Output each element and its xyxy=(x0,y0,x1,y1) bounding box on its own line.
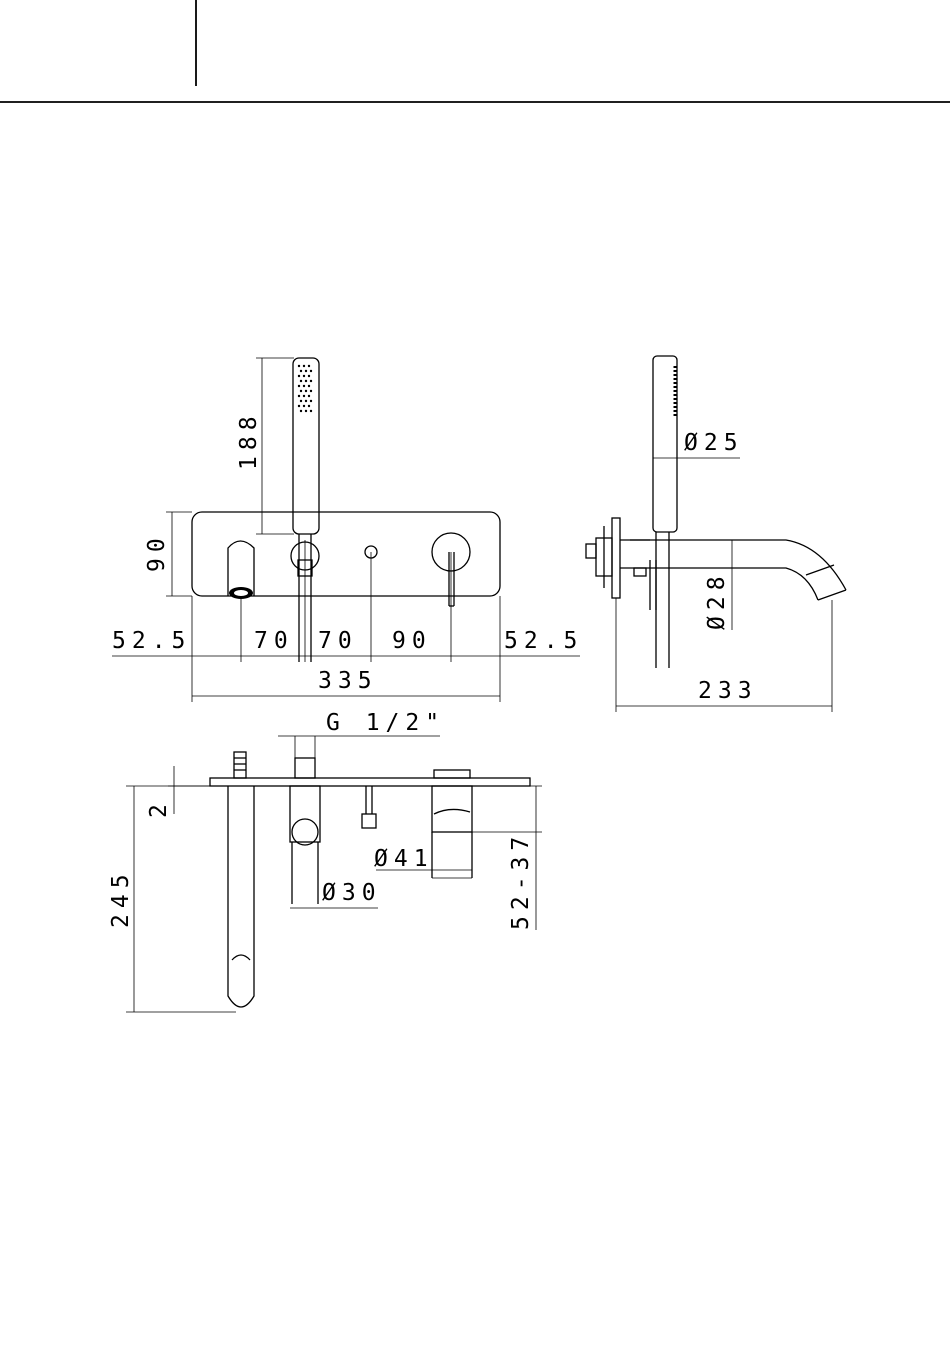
top-view: G 1/2" 2 245 xyxy=(108,710,542,1012)
dim-90: 90 xyxy=(144,512,192,596)
bath-spout-front xyxy=(228,541,254,599)
shower-nozzles-icon xyxy=(298,365,312,412)
dim-projection-label: 233 xyxy=(698,678,758,704)
dim-adjustment-range-label: 52-37 xyxy=(508,831,534,930)
dim-handshower-diameter-label: Ø25 xyxy=(684,430,744,456)
dim-spout-diameter-label: Ø28 xyxy=(704,570,730,630)
front-view: 188 90 52.5 70 70 90 52.5 335 xyxy=(112,358,583,702)
dim-90-label: 90 xyxy=(144,532,170,572)
header-frame xyxy=(0,0,950,102)
dim-left-offset-label: 52.5 xyxy=(112,628,191,654)
dim-188-label: 188 xyxy=(236,410,262,470)
dim-handle-diameter-label: Ø41 xyxy=(374,846,434,872)
dim-chain: 52.5 70 70 90 52.5 335 xyxy=(112,596,583,702)
mixer-top xyxy=(432,770,472,878)
dim-spacing-2-label: 70 xyxy=(318,628,358,654)
holder-top xyxy=(290,786,320,904)
dim-holder-diameter-label: Ø30 xyxy=(322,880,382,906)
dim-spacing-3-label: 90 xyxy=(392,628,432,654)
bath-spout-side xyxy=(620,540,846,600)
bath-spout-top xyxy=(228,786,254,1007)
side-view: Ø25 Ø28 233 xyxy=(586,356,846,712)
dim-spacing-1-label: 70 xyxy=(254,628,294,654)
dim-right-offset-label: 52.5 xyxy=(504,628,583,654)
dim-connection-label: G 1/2" xyxy=(326,710,445,736)
dim-plate-thickness-label: 2 xyxy=(146,798,172,818)
hand-shower-side xyxy=(653,356,677,668)
diverter-top xyxy=(362,786,376,828)
dim-188: 188 xyxy=(236,358,294,534)
connection-nipple xyxy=(234,752,246,778)
dim-spout-length-label: 245 xyxy=(108,868,134,928)
dim-total-width-label: 335 xyxy=(318,668,378,694)
